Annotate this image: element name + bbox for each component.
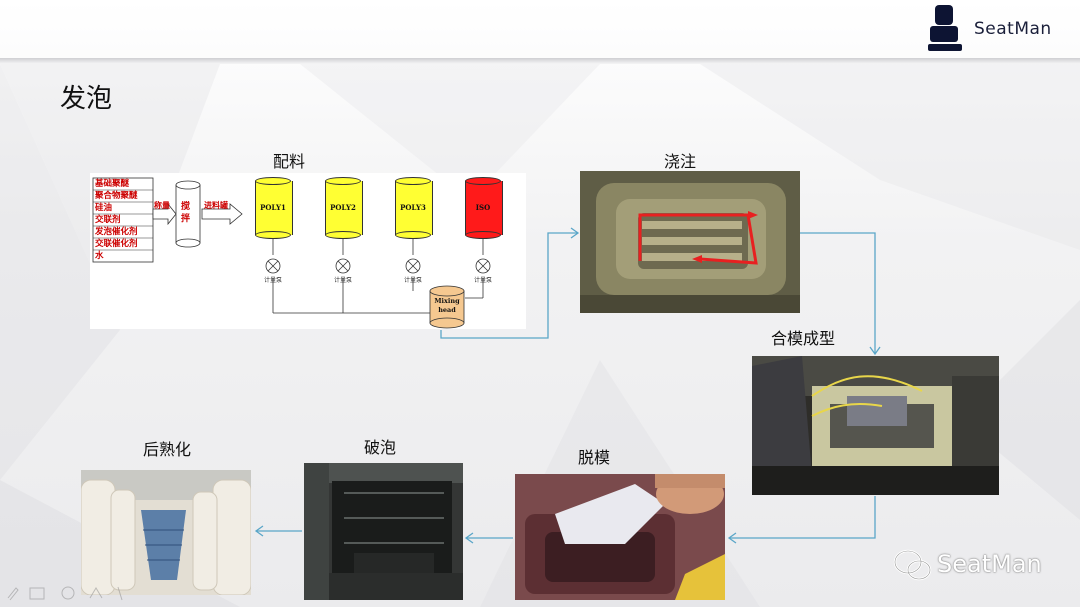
tank-top	[395, 177, 431, 185]
mold-closing-photo	[752, 356, 999, 495]
pump-label: 计量泵	[333, 277, 352, 284]
crushing-photo-graphic	[304, 463, 463, 600]
step-label-batching: 配料	[273, 152, 306, 171]
ingredient-item: 基础聚醚	[95, 179, 130, 189]
tank-bottom	[465, 231, 501, 239]
tank-bottom	[395, 231, 431, 239]
wechat-watermark: SeatMan	[893, 546, 1073, 586]
batching-diagram: 基础聚醚 聚合物聚醚 硅油 交联剂 发泡催化剂 交联催化剂 水 称量 搅拌 进料…	[90, 173, 526, 329]
header-divider	[0, 58, 1080, 64]
step-label-demolding: 脱模	[578, 448, 611, 467]
mold-closing-photo-graphic	[752, 356, 999, 495]
step-label-mold-closing: 合模成型	[771, 329, 836, 348]
tank-label: ISO	[475, 203, 491, 212]
weighing-label: 称量	[154, 201, 170, 210]
tank-top	[325, 177, 361, 185]
ingredient-item: 硅油	[95, 203, 113, 213]
wechat-icon	[893, 549, 932, 581]
mixer-label: 搅拌	[181, 202, 191, 224]
pump-label: 计量泵	[473, 277, 492, 284]
page-title: 发泡	[60, 84, 113, 114]
tank-body	[255, 181, 293, 235]
watermark-text: SeatMan	[937, 550, 1042, 578]
pump-label: 计量泵	[263, 277, 282, 284]
crushing-photo	[304, 463, 463, 600]
tank-bottom	[325, 231, 361, 239]
logo-text: SeatMan	[974, 19, 1052, 39]
tank-body	[395, 181, 433, 235]
tank-label: POLY2	[330, 203, 356, 212]
tank-label: POLY1	[260, 203, 286, 212]
step-label-pouring: 浇注	[664, 152, 697, 171]
demolding-photo-graphic	[515, 474, 725, 600]
pouring-photo	[580, 171, 800, 313]
tank-body	[465, 181, 503, 235]
ingredient-item: 交联剂	[95, 215, 121, 225]
seatman-logo: SeatMan	[926, 5, 1076, 53]
tank-top	[465, 177, 501, 185]
batching-diagram-graphics	[92, 177, 491, 329]
ingredient-item: 水	[95, 251, 104, 261]
tank-body	[325, 181, 363, 235]
slideshow-toolbar[interactable]	[6, 584, 156, 602]
pump-label: 计量泵	[403, 277, 422, 284]
pouring-photo-graphic	[580, 171, 800, 313]
ingredient-item: 交联催化剂	[95, 239, 138, 249]
tank-top	[255, 177, 291, 185]
ingredient-item: 聚合物聚醚	[95, 191, 138, 201]
tank-bottom	[255, 231, 291, 239]
step-label-post-curing: 后熟化	[143, 440, 192, 459]
tank-poly2: POLY2	[325, 177, 363, 239]
post-curing-photo-graphic	[81, 470, 251, 595]
tank-iso: ISO	[465, 177, 503, 239]
feed-tank-label: 进料罐	[204, 201, 228, 210]
slideshow-controls-icons	[7, 586, 123, 601]
tank-label: POLY3	[400, 203, 426, 212]
tank-poly1: POLY1	[255, 177, 293, 239]
tank-poly3: POLY3	[395, 177, 433, 239]
post-curing-photo	[81, 470, 251, 595]
step-label-crushing: 破泡	[364, 438, 397, 457]
ingredient-item: 发泡催化剂	[95, 227, 138, 237]
mixing-head-label: Mixing head	[434, 297, 460, 314]
demolding-photo	[515, 474, 725, 600]
seat-icon	[928, 5, 962, 51]
